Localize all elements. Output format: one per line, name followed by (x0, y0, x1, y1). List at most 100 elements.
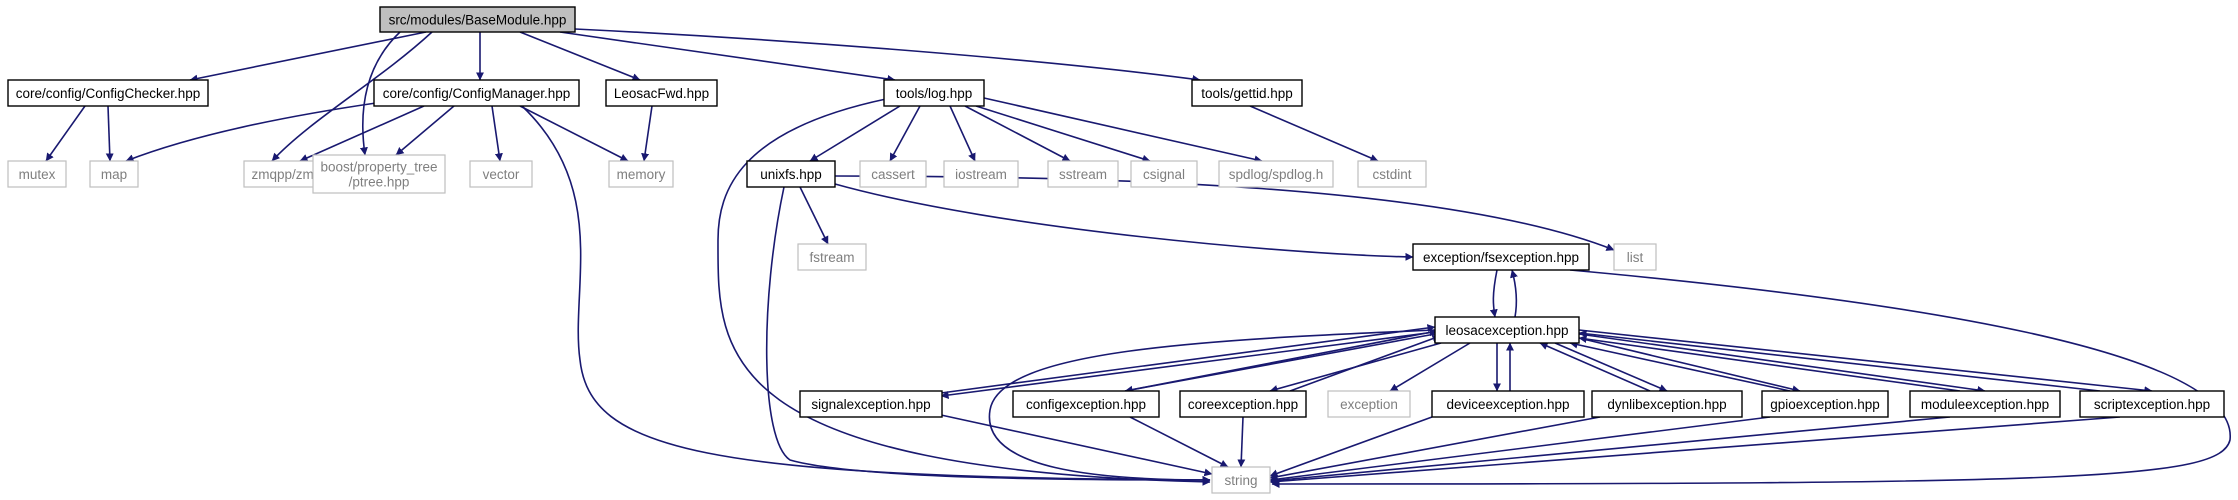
node-label: exception (1340, 397, 1398, 412)
node-label: configexception.hpp (1026, 397, 1146, 412)
edge-configchecker-to-mutex (45, 105, 86, 162)
node-scriptexception[interactable]: scriptexception.hpp (2079, 390, 2225, 418)
edge-leosacexception-to-scriptexception (1578, 329, 2153, 395)
node-cstdint: cstdint (1357, 160, 1427, 188)
node-deviceexception[interactable]: deviceexception.hpp (1431, 390, 1585, 418)
edge-dynlibexception-to-string (1269, 416, 1601, 481)
edge-configmanager-to-map (125, 102, 377, 162)
node-unixfs[interactable]: unixfs.hpp (746, 160, 836, 188)
node-label: boost/property_tree (320, 160, 437, 175)
node-box (1613, 243, 1657, 271)
node-box (1211, 466, 1271, 494)
node-label: tools/gettid.hpp (1201, 86, 1293, 101)
node-label: src/modules/BaseModule.hpp (389, 13, 567, 28)
node-label: iostream (955, 167, 1007, 182)
edge-log-to-csignal (975, 105, 1151, 163)
node-box (1761, 390, 1889, 418)
node-csignal: csignal (1130, 160, 1198, 188)
node-label: core/config/ConfigChecker.hpp (16, 86, 201, 101)
node-box (797, 243, 867, 271)
edge-log-to-string (717, 98, 1211, 486)
edge-root-to-configchecker (189, 31, 427, 83)
node-mutex: mutex (7, 160, 67, 188)
node-label: unixfs.hpp (760, 167, 822, 182)
node-log[interactable]: tools/log.hpp (883, 79, 985, 107)
node-box (1434, 316, 1580, 344)
edge-moduleexception-to-leosacexception (1578, 335, 1961, 392)
node-label: signalexception.hpp (811, 397, 930, 412)
node-label: map (101, 167, 127, 182)
node-box (1047, 160, 1119, 188)
node-label: memory (617, 167, 666, 182)
node-fsexception[interactable]: exception/fsexception.hpp (1412, 243, 1590, 271)
node-sstream: sstream (1047, 160, 1119, 188)
edge-configmanager-to-vector (491, 105, 503, 162)
node-ptree: boost/property_tree/ptree.hpp (312, 154, 446, 194)
edge-coreexception-to-string (1237, 416, 1246, 468)
node-box (1412, 243, 1590, 271)
edge-root-to-ptree (359, 31, 401, 156)
node-moduleexception[interactable]: moduleexception.hpp (1909, 390, 2061, 418)
node-label: /ptree.hpp (349, 175, 410, 190)
node-box (1591, 390, 1743, 418)
edge-signalexception-to-leosacexception (940, 324, 1436, 394)
node-coreexception[interactable]: coreexception.hpp (1179, 390, 1307, 418)
node-label: mutex (19, 167, 56, 182)
nodes-layer: src/modules/BaseModule.hpp core/config/Co… (7, 6, 2225, 494)
node-label: dynlibexception.hpp (1607, 397, 1726, 412)
node-iostream: iostream (943, 160, 1019, 188)
node-configexception[interactable]: configexception.hpp (1012, 390, 1160, 418)
edge-leosacexception-to-dynlibexception (1554, 342, 1668, 392)
node-box (89, 160, 139, 188)
node-box (1191, 79, 1303, 107)
edge-root-to-gettid (574, 28, 1201, 83)
node-label: exception/fsexception.hpp (1423, 250, 1579, 265)
node-label: moduleexception.hpp (1921, 397, 2049, 412)
node-box (7, 79, 209, 107)
edge-fsexception-to-leosacexception (1489, 269, 1498, 318)
edge-root-to-leosacfwd (519, 31, 641, 81)
node-label: coreexception.hpp (1188, 397, 1298, 412)
node-string: string (1211, 466, 1271, 494)
node-box (1327, 390, 1411, 418)
node-root[interactable]: src/modules/BaseModule.hpp (379, 6, 576, 33)
node-label: gpioexception.hpp (1770, 397, 1880, 412)
node-box (1179, 390, 1307, 418)
edge-log-to-spdlog (983, 97, 1263, 164)
node-box (605, 79, 718, 107)
edge-scriptexception-to-leosacexception (1578, 329, 2101, 392)
edge-root-to-zmqpp (271, 31, 433, 162)
edge-coreexception-to-leosacexception (1289, 334, 1441, 392)
node-configmanager[interactable]: core/config/ConfigManager.hpp (373, 79, 580, 107)
edge-unixfs-to-fstream (799, 186, 829, 245)
node-box (379, 6, 576, 33)
node-label: core/config/ConfigManager.hpp (383, 86, 571, 101)
node-leosacexception[interactable]: leosacexception.hpp (1434, 316, 1580, 344)
edge-leosacexception-to-moduleexception (1578, 333, 1986, 394)
node-box (943, 160, 1019, 188)
node-box (1130, 160, 1198, 188)
node-configchecker[interactable]: core/config/ConfigChecker.hpp (7, 79, 209, 107)
edge-gpioexception-to-leosacexception (1569, 340, 1791, 392)
node-gpioexception[interactable]: gpioexception.hpp (1761, 390, 1889, 418)
node-leosacfwd[interactable]: LeosacFwd.hpp (605, 79, 718, 107)
node-box (1218, 160, 1334, 188)
edge-dynlibexception-to-leosacexception (1539, 342, 1651, 392)
node-dynlibexception[interactable]: dynlibexception.hpp (1591, 390, 1743, 418)
edge-scriptexception-to-string (1269, 416, 2121, 486)
edge-leosacfwd-to-memory (641, 105, 653, 162)
edge-moduleexception-to-string (1269, 416, 1951, 485)
node-box (2079, 390, 2225, 418)
edge-log-to-cassert (889, 105, 921, 162)
node-box (1012, 390, 1160, 418)
node-label: cstdint (1372, 167, 1411, 182)
node-gettid[interactable]: tools/gettid.hpp (1191, 79, 1303, 107)
node-box (608, 160, 674, 188)
node-box (312, 154, 446, 194)
node-label: LeosacFwd.hpp (614, 86, 709, 101)
node-box (883, 79, 985, 107)
edge-leosacexception-to-signalexception (940, 331, 1436, 399)
node-signalexception[interactable]: signalexception.hpp (799, 390, 943, 418)
edge-unixfs-to-string (765, 186, 1211, 484)
edge-gettid-to-cstdint (1249, 105, 1379, 162)
